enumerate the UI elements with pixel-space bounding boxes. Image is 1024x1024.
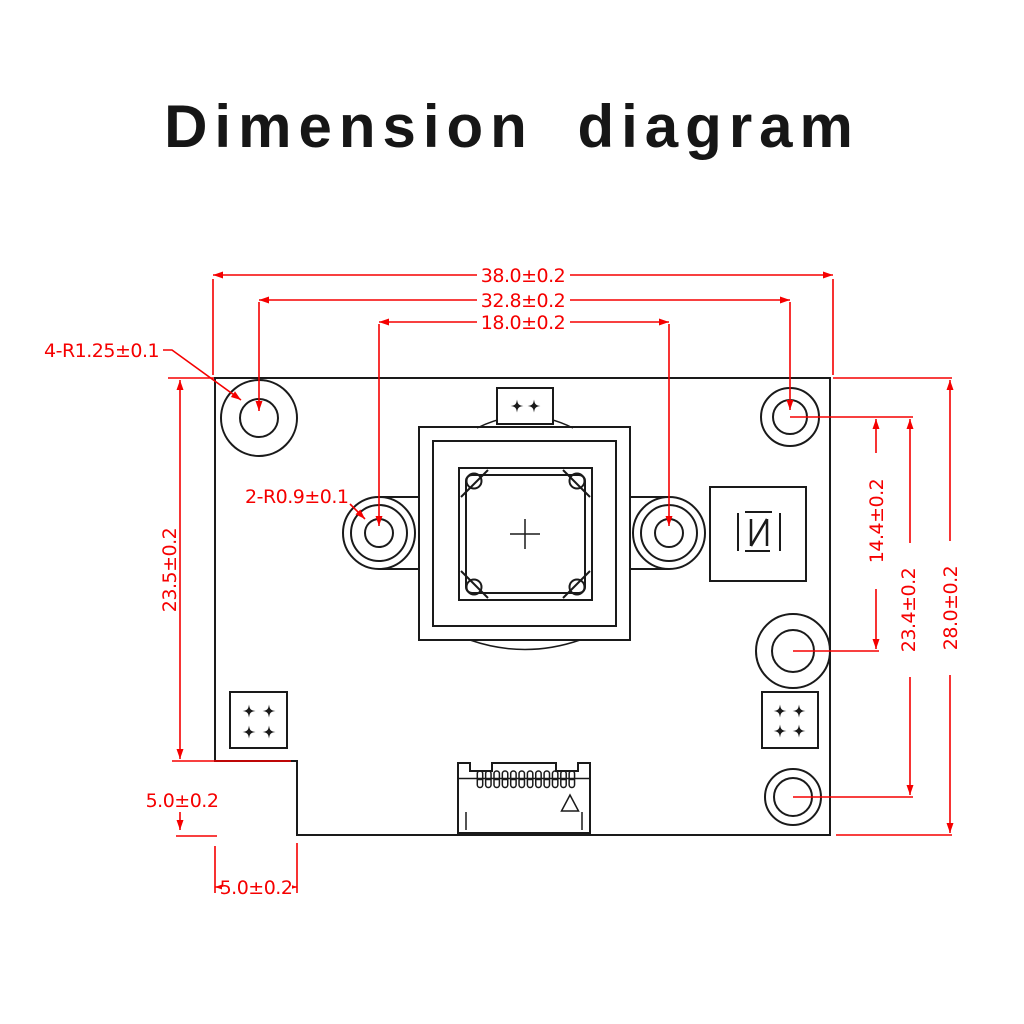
board-outline <box>214 377 831 836</box>
label-hole-pitch-upper: 14.4±0.2 <box>866 479 888 563</box>
lens-ear-right <box>630 496 706 570</box>
dim-text-backgrounds <box>222 265 961 896</box>
extension-lines-top <box>212 279 834 375</box>
label-board-width: 38.0±0.2 <box>481 265 565 287</box>
leader-lens-hole-radius <box>349 503 366 520</box>
label-board-height: 28.0±0.2 <box>940 566 962 650</box>
sensor-window <box>458 467 593 601</box>
label-mount-span: 32.8±0.2 <box>481 290 565 312</box>
solder-pad-icon <box>792 704 806 718</box>
solder-pad-icon <box>262 725 276 739</box>
label-notch-height: 5.0±0.2 <box>146 790 219 812</box>
pad-array-right <box>761 691 819 749</box>
page-title: Dimension diagram <box>164 93 860 160</box>
center-cross-icon <box>510 519 540 549</box>
solder-pad-icon <box>792 724 806 738</box>
label-notch-width: 5.0±0.2 <box>220 877 293 899</box>
connector-pins <box>476 770 576 789</box>
leader-corner-hole-radius <box>163 349 242 401</box>
pcb-outline-group <box>214 377 831 836</box>
polarity-mark-icon <box>749 518 769 547</box>
extension-lines-right <box>790 377 952 836</box>
label-left-height: 23.5±0.2 <box>159 528 181 612</box>
solder-pad-icon <box>773 724 787 738</box>
extension-lines-left <box>168 377 291 837</box>
label-corner-hole-radius: 4-R1.25±0.1 <box>44 340 159 362</box>
solder-pad-icon <box>242 725 256 739</box>
label-lens-hole-radius: 2-R0.9±0.1 <box>245 486 349 508</box>
orientation-triangle-icon <box>560 793 580 812</box>
dimension-group <box>163 271 954 893</box>
lens-holder <box>418 426 631 641</box>
dimension-labels: 38.0±0.2 32.8±0.2 18.0±0.2 4-R1.25±0.1 2… <box>44 265 962 899</box>
footprint-bracket-lines <box>737 511 781 552</box>
solder-pad-icon <box>262 704 276 718</box>
label-lens-span: 18.0±0.2 <box>481 312 565 334</box>
pad-array-left <box>229 691 288 749</box>
top-connector <box>496 387 554 425</box>
lens-barrel-bottom-arc <box>469 639 581 651</box>
solder-pad-icon <box>773 704 787 718</box>
bottom-connector <box>457 762 591 834</box>
solder-pad-icon <box>242 704 256 718</box>
label-hole-pitch: 23.4±0.2 <box>898 568 920 652</box>
component-footprint <box>709 486 807 582</box>
